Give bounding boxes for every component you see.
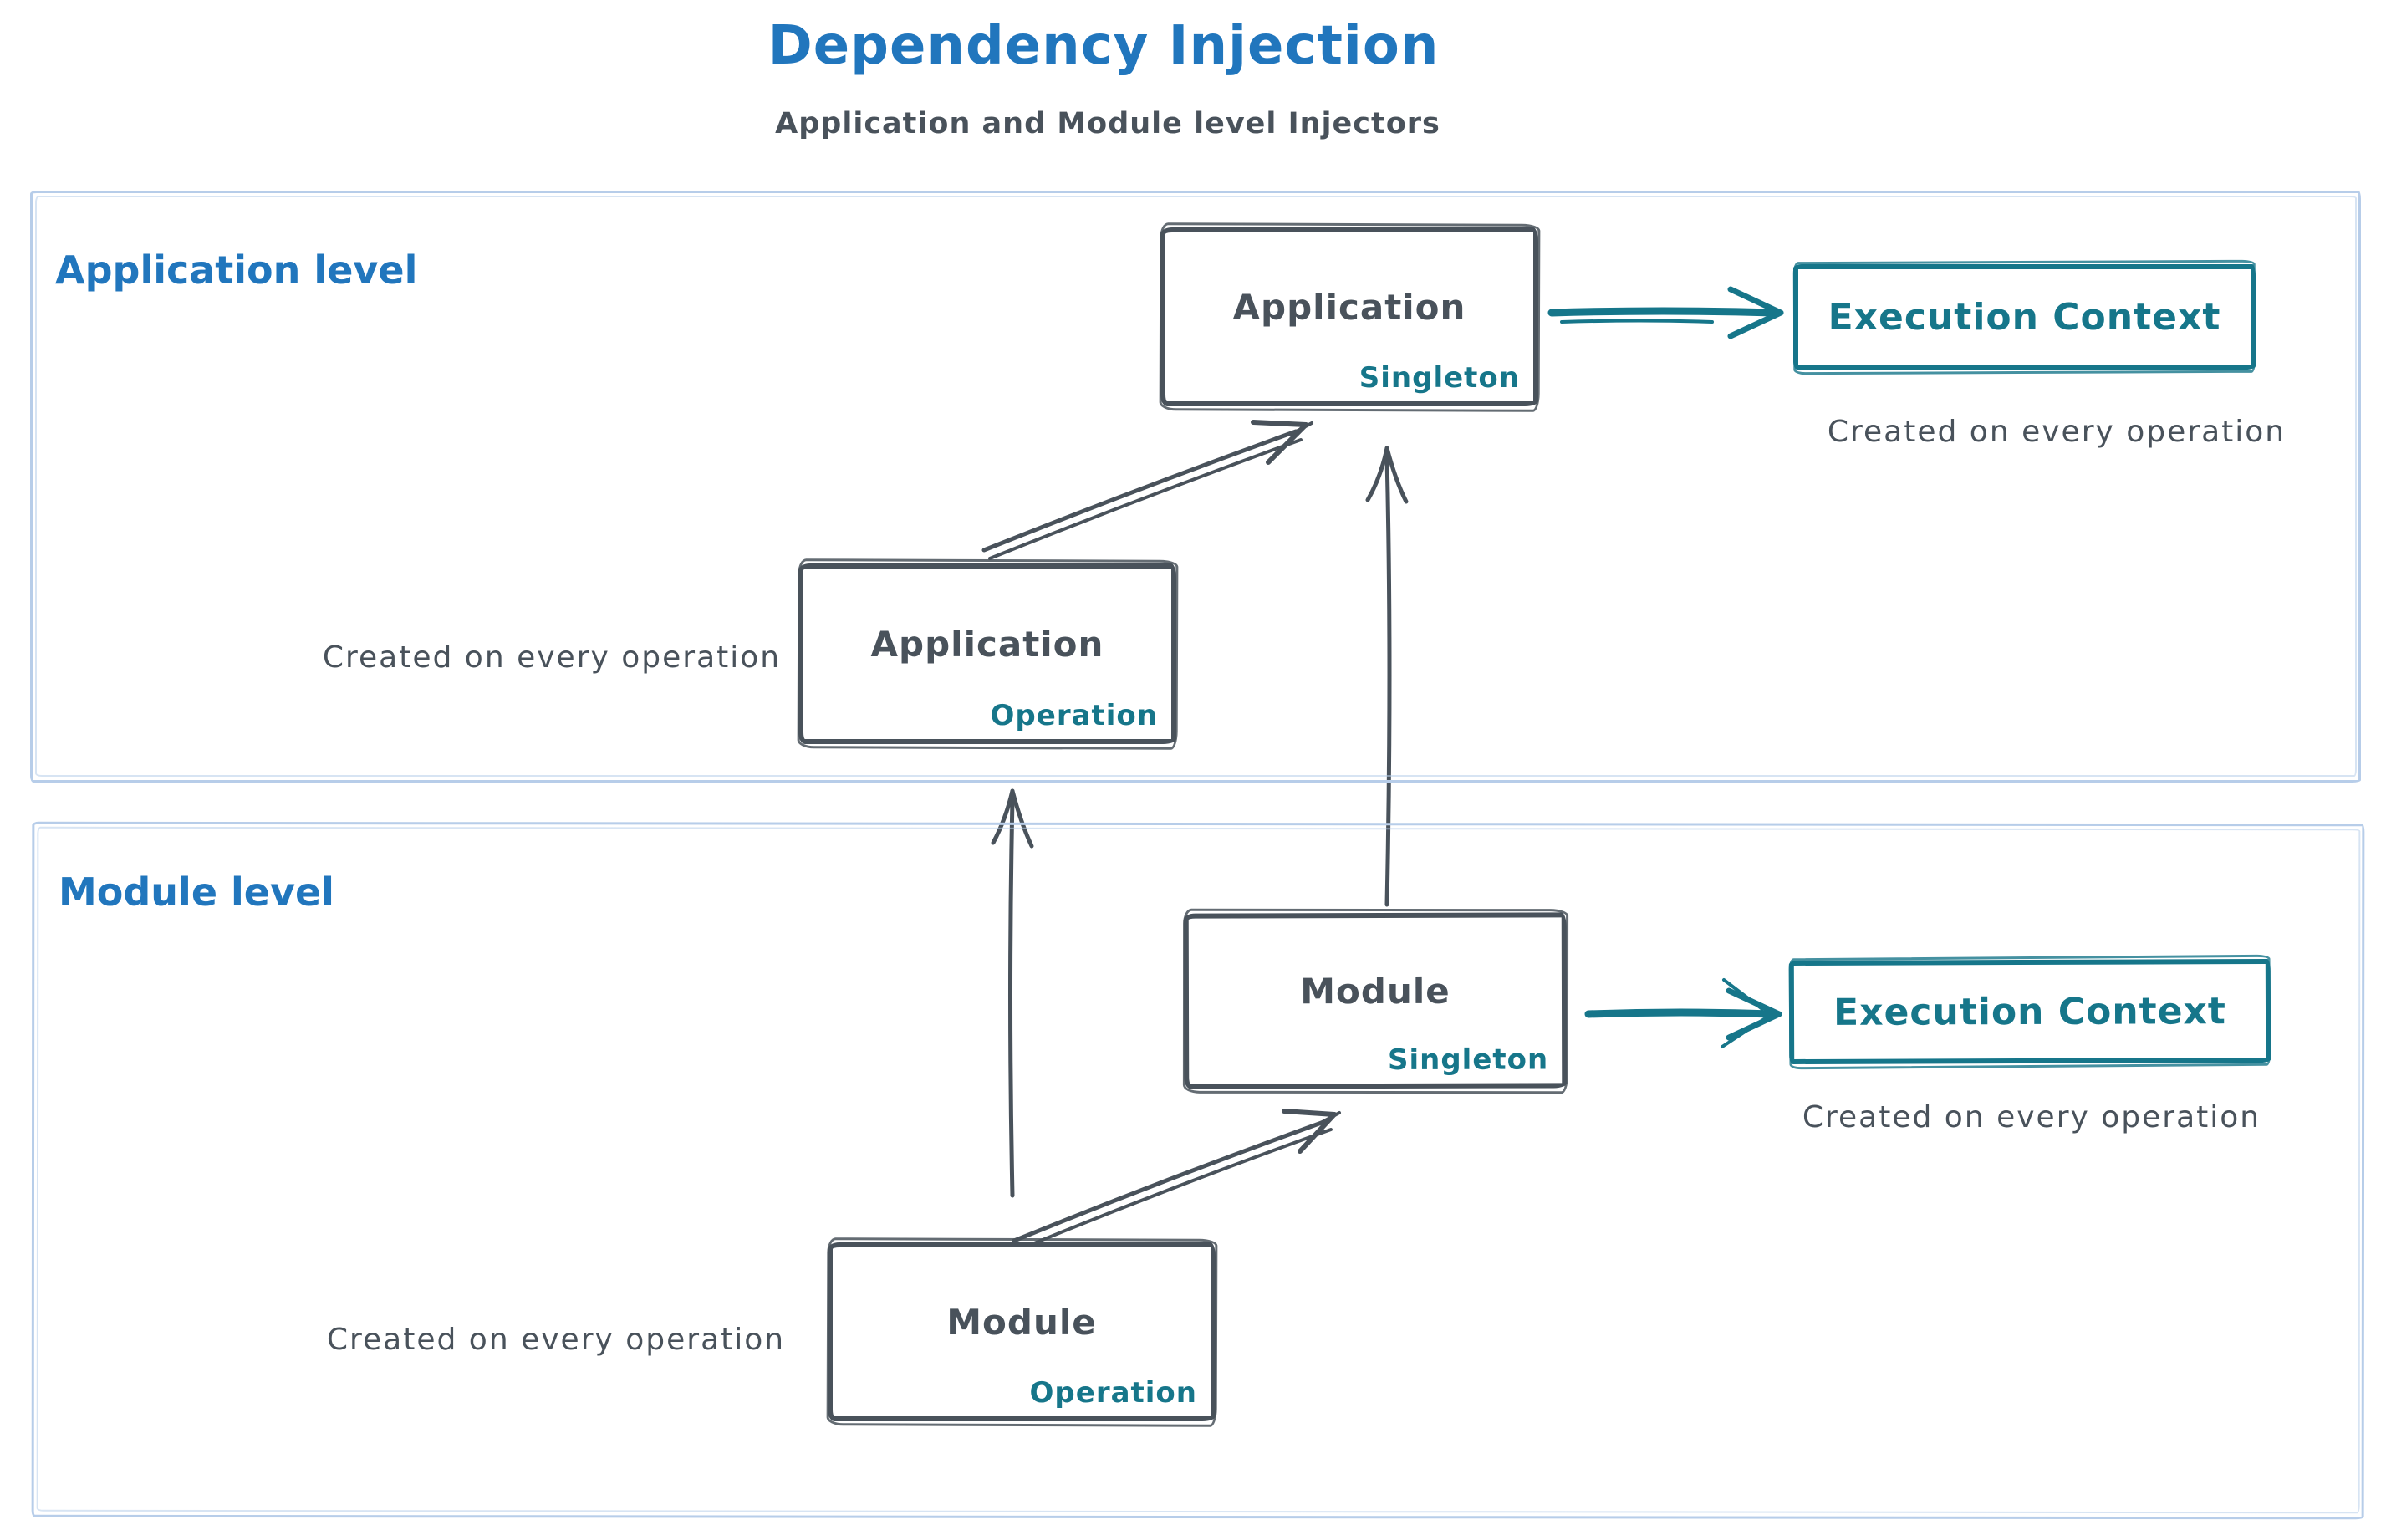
module-singleton-box: Module Singleton xyxy=(1183,912,1568,1089)
application-level-label: Application level xyxy=(55,247,418,293)
application-execution-context-caption: Created on every operation xyxy=(1827,415,2287,449)
module-operation-box: Module Operation xyxy=(828,1242,1216,1421)
module-level-label: Module level xyxy=(59,869,334,915)
application-operation-scope-label: Operation xyxy=(990,699,1158,732)
diagram-title: Dependency Injection xyxy=(767,15,1440,77)
module-operation-caption: Created on every operation xyxy=(326,1323,786,1357)
application-operation-title: Application xyxy=(870,623,1104,665)
module-operation-scope-label: Operation xyxy=(1029,1376,1197,1410)
application-operation-caption: Created on every operation xyxy=(322,640,782,675)
module-singleton-scope-label: Singleton xyxy=(1387,1043,1549,1077)
diagram-subtitle: Application and Module level Injectors xyxy=(775,107,1440,140)
module-operation-title: Module xyxy=(946,1301,1097,1343)
application-singleton-scope-label: Singleton xyxy=(1359,361,1520,395)
application-operation-box: Application Operation xyxy=(798,563,1176,744)
module-execution-context-label: Execution Context xyxy=(1833,989,2226,1034)
module-execution-context-caption: Created on every operation xyxy=(1802,1100,2261,1135)
module-singleton-title: Module xyxy=(1300,970,1450,1012)
application-execution-context-label: Execution Context xyxy=(1828,295,2221,339)
application-execution-context-box: Execution Context xyxy=(1793,264,2256,370)
application-level-section xyxy=(30,191,2361,783)
application-singleton-title: Application xyxy=(1232,286,1466,328)
module-execution-context-box: Execution Context xyxy=(1788,958,2271,1065)
application-singleton-box: Application Singleton xyxy=(1160,227,1538,406)
